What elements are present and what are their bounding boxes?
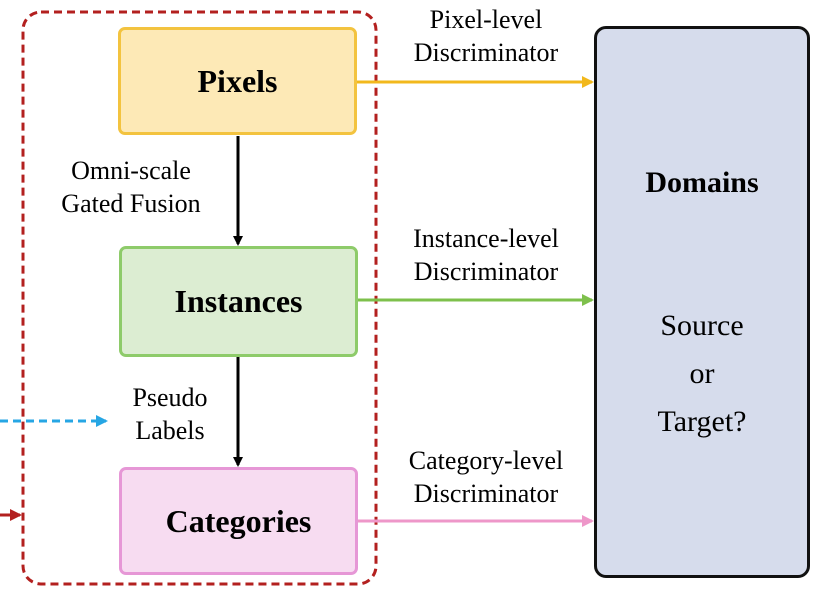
category-discriminator-line-1: Category-level: [408, 446, 564, 475]
domains-box: [594, 26, 810, 578]
instance-discriminator-label: Instance-level Discriminator: [372, 222, 600, 288]
omni-scale-line-2: Gated Fusion: [61, 189, 201, 218]
instance-discriminator-line-2: Discriminator: [413, 257, 559, 286]
domains-question-line-1: Source: [660, 309, 744, 342]
domains-title: Domains: [645, 166, 759, 199]
omni-scale-line-1: Omni-scale: [71, 156, 191, 185]
categories-box: Categories: [119, 467, 358, 575]
domains-question: Source or Target?: [596, 302, 808, 446]
pixel-discriminator-line-2: Discriminator: [413, 38, 559, 67]
omni-scale-label: Omni-scale Gated Fusion: [36, 154, 226, 220]
pixel-discriminator-label: Pixel-level Discriminator: [380, 3, 592, 69]
domains-question-line-3: Target?: [657, 405, 747, 438]
categories-label: Categories: [165, 502, 312, 539]
pixel-discriminator-line-1: Pixel-level: [429, 5, 543, 34]
instances-label: Instances: [174, 283, 303, 319]
category-discriminator-label: Category-level Discriminator: [372, 444, 600, 510]
feature-group-border: [21, 10, 378, 586]
pseudo-labels-line-1: Pseudo: [132, 383, 208, 412]
pixels-box: Pixels: [118, 27, 357, 135]
pixels-label: Pixels: [197, 62, 278, 99]
domains-question-line-2: or: [689, 357, 715, 390]
pseudo-labels-line-2: Labels: [135, 416, 205, 445]
instance-discriminator-line-1: Instance-level: [413, 224, 559, 253]
category-discriminator-line-2: Discriminator: [413, 479, 559, 508]
instances-box: Instances: [119, 246, 358, 357]
pseudo-labels-label: Pseudo Labels: [112, 381, 228, 447]
